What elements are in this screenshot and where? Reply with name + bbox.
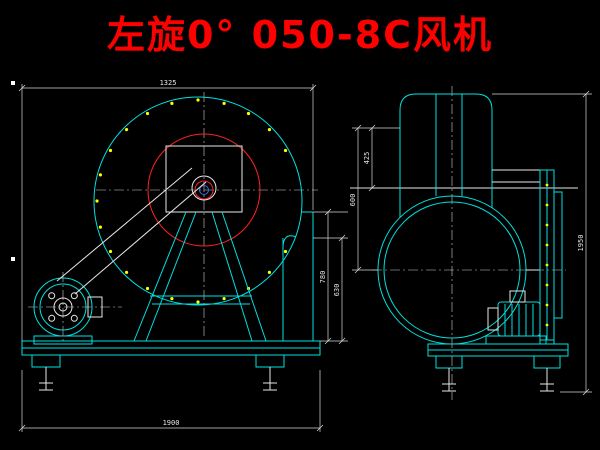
side-base-frame — [427, 340, 569, 392]
side-dimensions: 425 600 1950 — [349, 90, 592, 396]
casing-drum — [399, 93, 493, 217]
motor-front — [28, 272, 122, 345]
dim-front-outlet-inner: 630 — [333, 284, 341, 297]
volute-casing — [93, 96, 319, 342]
support-legs — [133, 211, 267, 342]
dim-front-top-width: 1325 — [160, 79, 177, 87]
dim-front-base-width: 1900 — [163, 419, 180, 427]
blip-marker — [11, 81, 15, 85]
belt-drive — [56, 167, 207, 295]
impeller-circle — [147, 133, 261, 247]
dim-side-upper: 425 — [363, 152, 371, 165]
front-base-frame — [21, 340, 321, 391]
front-dimensions: 1325 1900 780 630 — [11, 79, 348, 432]
motor-side — [485, 290, 547, 345]
outlet-flange — [492, 169, 563, 341]
bearing-pedestal — [165, 145, 243, 213]
front-centerlines — [96, 92, 318, 338]
dim-front-outlet-height: 780 — [319, 271, 327, 284]
drawing-title: 左旋0° 050-8C风机 — [107, 13, 493, 57]
front-view: 1325 1900 780 630 — [11, 79, 348, 432]
dim-side-mid: 600 — [349, 194, 357, 207]
dim-side-overall: 1950 — [577, 235, 585, 252]
blip-marker — [11, 257, 15, 261]
side-view: 425 600 1950 — [349, 86, 592, 400]
